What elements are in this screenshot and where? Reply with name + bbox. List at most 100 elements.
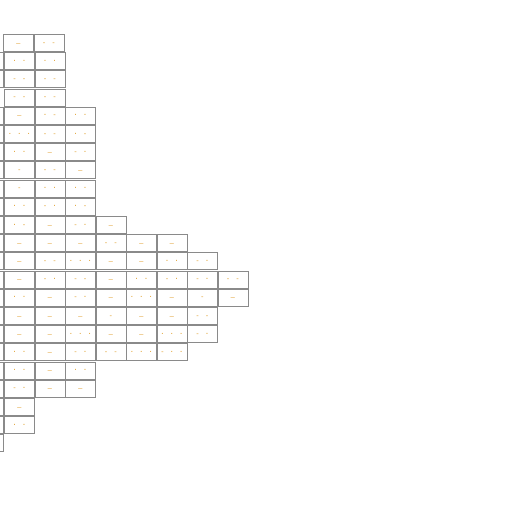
grid-cell[interactable]: - - [34, 70, 66, 89]
grid-cell[interactable]: — [156, 288, 188, 307]
grid-cell[interactable]: - · [34, 270, 66, 289]
grid-cell[interactable]: — [34, 361, 66, 380]
grid-cell[interactable]: · · [34, 52, 66, 71]
grid-cell[interactable]: - · [187, 270, 218, 289]
grid-cell-edge[interactable] [0, 398, 4, 416]
grid-cell-edge[interactable] [0, 252, 4, 271]
grid-cell[interactable]: - · [187, 325, 218, 344]
grid-cell[interactable]: · · · [65, 252, 96, 271]
grid-cell[interactable]: — [34, 143, 66, 162]
grid-cell[interactable]: · · · [156, 325, 188, 344]
grid-cell[interactable]: — [4, 252, 35, 271]
grid-cell[interactable]: - · [4, 379, 35, 398]
grid-cell[interactable]: - [187, 288, 218, 307]
grid-cell[interactable]: — [65, 307, 96, 325]
grid-cell[interactable]: · · [156, 252, 188, 271]
grid-cell[interactable]: — [34, 288, 66, 307]
grid-cell[interactable]: · · · [65, 325, 96, 344]
grid-cell[interactable]: — [95, 288, 127, 307]
grid-cell[interactable]: — [65, 161, 96, 180]
grid-cell[interactable]: · · [4, 343, 35, 362]
grid-cell[interactable]: - [4, 161, 35, 180]
grid-cell[interactable]: - · [65, 143, 96, 162]
grid-cell[interactable]: · - [34, 106, 66, 125]
grid-cell[interactable]: · · [65, 179, 96, 198]
grid-cell-edge[interactable] [0, 52, 4, 71]
grid-cell[interactable]: — [4, 325, 35, 344]
grid-cell[interactable]: — [156, 234, 188, 253]
grid-cell[interactable]: - - [33, 34, 65, 52]
grid-cell[interactable]: · · [4, 143, 35, 162]
grid-cell-edge[interactable] [0, 70, 4, 89]
grid-cell[interactable]: · · · [4, 125, 35, 143]
grid-cell[interactable]: - - [187, 307, 218, 325]
grid-cell[interactable]: - - [34, 125, 66, 143]
grid-cell[interactable]: · · · [126, 288, 157, 307]
grid-cell[interactable]: - · [156, 270, 188, 289]
grid-cell-edge[interactable] [0, 288, 4, 307]
grid-cell[interactable]: · - [4, 216, 35, 234]
grid-cell[interactable]: · · [65, 106, 96, 125]
grid-cell[interactable]: · · [4, 288, 35, 307]
grid-cell-edge[interactable] [0, 106, 4, 125]
grid-cell[interactable]: - - [4, 88, 35, 107]
grid-cell-edge[interactable] [0, 161, 4, 180]
grid-cell[interactable]: · · [126, 270, 157, 289]
grid-cell[interactable]: - - [34, 161, 66, 180]
grid-cell[interactable]: - - [4, 70, 35, 89]
grid-cell[interactable]: - · [65, 343, 96, 362]
grid-cell[interactable]: — [4, 307, 35, 325]
grid-cell-edge[interactable] [0, 343, 4, 362]
grid-cell-edge[interactable] [0, 270, 4, 289]
grid-cell[interactable]: — [3, 34, 34, 52]
grid-cell[interactable]: — [34, 216, 66, 234]
grid-cell[interactable]: — [95, 325, 127, 344]
grid-cell-edge[interactable] [0, 361, 4, 380]
grid-cell[interactable]: - - [217, 270, 249, 289]
grid-cell[interactable]: — [126, 234, 157, 253]
grid-cell-edge[interactable] [0, 234, 4, 253]
grid-cell[interactable]: — [217, 288, 249, 307]
grid-cell-edge[interactable] [0, 325, 4, 344]
grid-cell[interactable]: — [95, 270, 127, 289]
grid-cell-edge[interactable] [0, 307, 4, 325]
grid-cell-edge[interactable] [0, 416, 4, 435]
grid-cell-edge[interactable] [0, 379, 4, 398]
grid-cell[interactable]: - [95, 307, 127, 325]
grid-cell[interactable]: · · [4, 361, 35, 380]
grid-cell[interactable]: — [4, 270, 35, 289]
grid-cell[interactable]: — [34, 307, 66, 325]
grid-cell[interactable]: — [65, 379, 96, 398]
grid-cell-edge[interactable] [0, 434, 4, 453]
grid-cell[interactable]: — [4, 398, 35, 416]
grid-cell[interactable]: · · [34, 179, 66, 198]
grid-cell[interactable]: — [95, 216, 127, 234]
grid-cell[interactable]: — [126, 307, 157, 325]
grid-cell[interactable]: - [4, 179, 35, 198]
grid-cell[interactable]: — [34, 343, 66, 362]
grid-cell-edge[interactable] [0, 125, 4, 143]
grid-cell[interactable]: - · [65, 216, 96, 234]
grid-cell[interactable]: · · [4, 197, 35, 216]
grid-cell[interactable]: - - [95, 343, 127, 362]
grid-cell-edge[interactable] [0, 179, 4, 198]
grid-cell[interactable]: - · [34, 197, 66, 216]
grid-cell-edge[interactable] [0, 143, 4, 162]
grid-cell[interactable]: · · [4, 416, 35, 435]
grid-cell[interactable]: — [95, 252, 127, 271]
grid-cell[interactable]: — [4, 234, 35, 253]
grid-cell[interactable]: - - [34, 88, 66, 107]
grid-cell[interactable]: - - [34, 252, 66, 271]
grid-cell[interactable]: — [126, 252, 157, 271]
grid-cell[interactable]: · · · [126, 343, 157, 362]
grid-cell[interactable]: - - [95, 234, 127, 253]
grid-cell-edge[interactable] [0, 197, 4, 216]
grid-cell[interactable]: - · [65, 288, 96, 307]
grid-cell[interactable]: — [126, 325, 157, 344]
grid-cell[interactable]: — [34, 234, 66, 253]
grid-cell[interactable]: - · · [156, 343, 188, 362]
grid-cell[interactable]: · · [4, 52, 35, 71]
grid-cell[interactable]: — [156, 307, 188, 325]
grid-cell-edge[interactable] [0, 216, 4, 234]
grid-cell[interactable]: - - [65, 270, 96, 289]
